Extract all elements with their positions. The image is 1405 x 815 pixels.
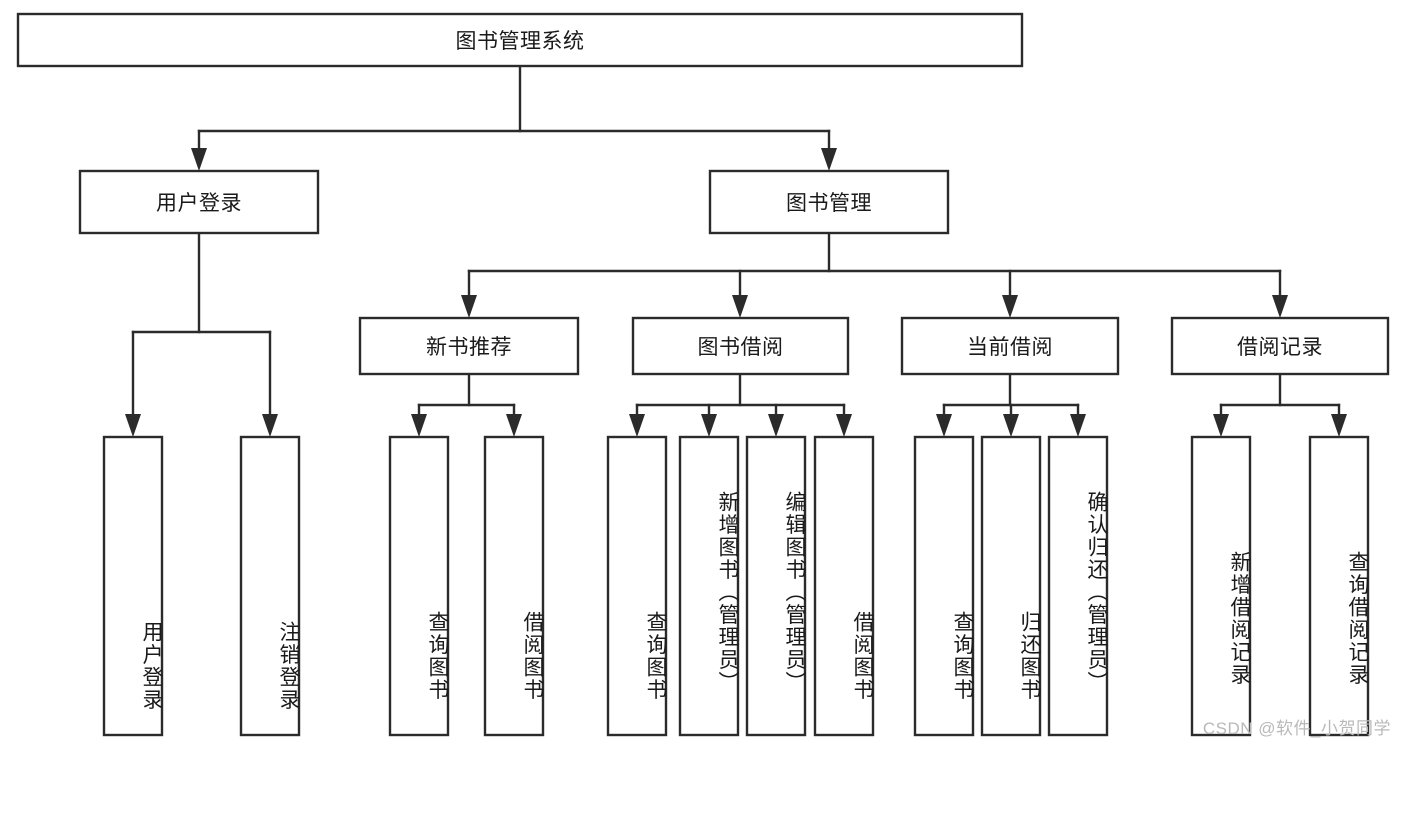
- node-current-borrow[interactable]: [900, 316, 1120, 376]
- arrow-head-leaf-edit-book: [768, 414, 784, 437]
- node-leaf-confirm-return[interactable]: [1047, 435, 1109, 737]
- arrow-head-current-borrow: [1002, 295, 1018, 318]
- connector-group-new-book-recommend: [411, 372, 522, 437]
- arrow-head-new-book-recommend: [461, 295, 477, 318]
- arrow-head-leaf-user-login: [125, 414, 141, 437]
- node-leaf-borrow-book-2[interactable]: [813, 435, 875, 737]
- arrow-head-leaf-add-book: [701, 414, 717, 437]
- arrow-head-bookmanage: [821, 148, 837, 171]
- connector-group-bookmanage: [461, 231, 1288, 318]
- node-book-borrow[interactable]: [631, 316, 850, 376]
- arrow-head-leaf-query-book-1: [411, 414, 427, 437]
- connector-group-current-borrow: [936, 372, 1086, 437]
- hierarchy-svg: [16, 12, 1390, 737]
- node-leaf-user-logout[interactable]: [239, 435, 301, 737]
- arrow-head-userlogin: [191, 148, 207, 171]
- connector-group-root: [191, 64, 837, 171]
- arrow-head-leaf-add-record: [1213, 414, 1229, 437]
- arrow-head-leaf-return-book: [1003, 414, 1019, 437]
- node-leaf-query-book-1[interactable]: [388, 435, 450, 737]
- arrow-head-leaf-user-logout: [262, 414, 278, 437]
- node-leaf-edit-book[interactable]: [745, 435, 807, 737]
- node-leaf-query-book-2[interactable]: [606, 435, 668, 737]
- node-leaf-return-book[interactable]: [980, 435, 1042, 737]
- arrow-head-book-borrow: [732, 295, 748, 318]
- node-leaf-query-record[interactable]: [1308, 435, 1370, 737]
- node-leaf-user-login[interactable]: [102, 435, 164, 737]
- connector-group-borrow-record: [1213, 372, 1347, 437]
- connector-group-userlogin: [125, 231, 278, 437]
- node-leaf-add-book[interactable]: [678, 435, 740, 737]
- node-book-manage[interactable]: [708, 169, 950, 235]
- diagram-canvas: 图书管理系统 用户登录 图书管理 新书推荐 图书借阅 当前借阅 借阅记录 用户登…: [16, 12, 1391, 738]
- arrow-head-leaf-borrow-book-2: [836, 414, 852, 437]
- arrow-head-borrow-record: [1272, 295, 1288, 318]
- node-leaf-borrow-book-1[interactable]: [483, 435, 545, 737]
- node-user-login[interactable]: [78, 169, 320, 235]
- arrow-head-leaf-query-book-2: [629, 414, 645, 437]
- node-leaf-query-book-3[interactable]: [913, 435, 975, 737]
- arrow-head-leaf-query-book-3: [936, 414, 952, 437]
- node-leaf-add-record[interactable]: [1190, 435, 1252, 737]
- node-root[interactable]: [16, 12, 1024, 68]
- connector-group-book-borrow: [629, 372, 852, 437]
- node-new-book-recommend[interactable]: [358, 316, 580, 376]
- arrow-head-leaf-borrow-book-1: [506, 414, 522, 437]
- arrow-head-leaf-query-record: [1331, 414, 1347, 437]
- node-borrow-record[interactable]: [1170, 316, 1390, 376]
- arrow-head-leaf-confirm-return: [1070, 414, 1086, 437]
